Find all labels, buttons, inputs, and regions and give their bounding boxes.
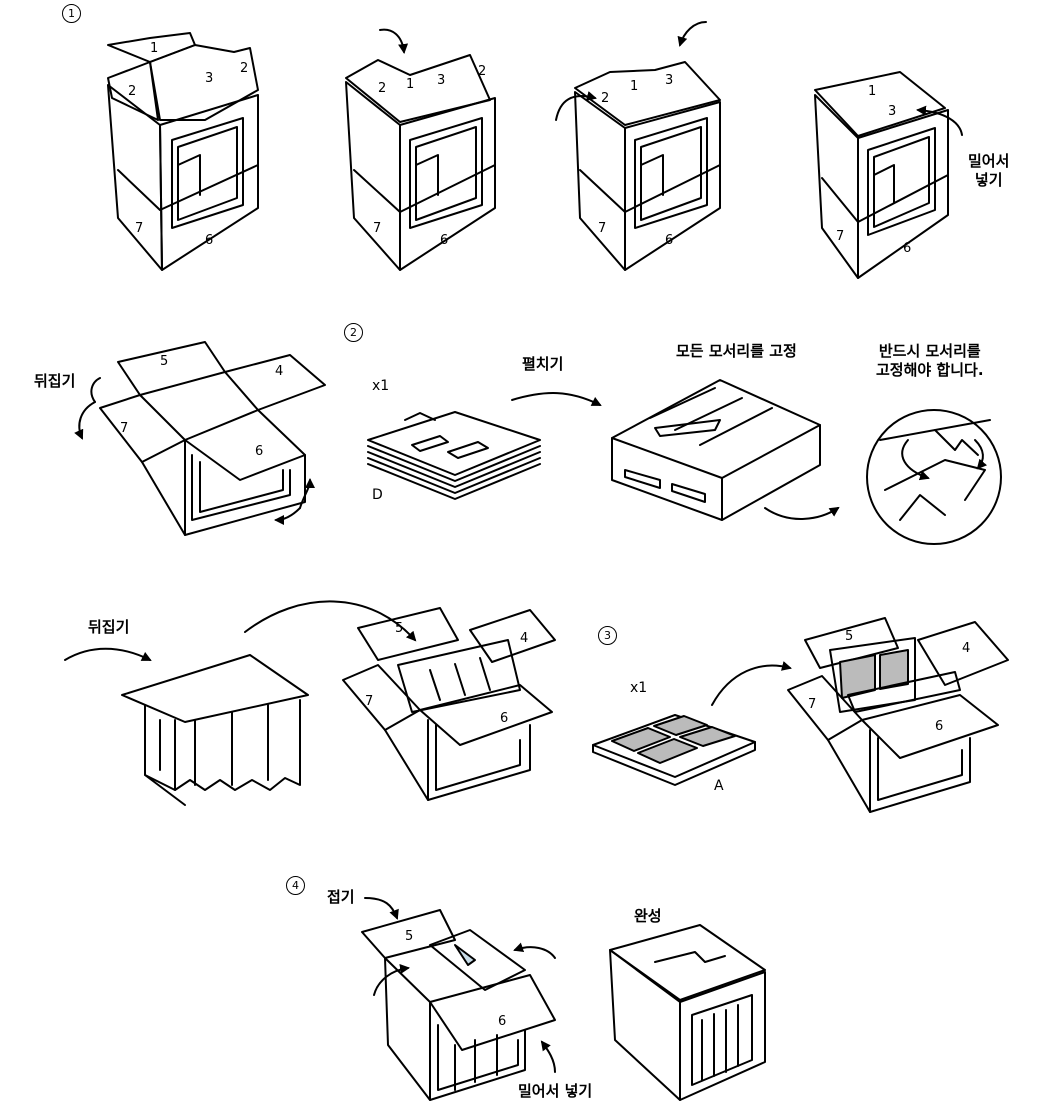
box-closing (361, 909, 556, 1101)
arrow-fold-left (373, 964, 410, 996)
label-flip-2: 뒤집기 (88, 618, 130, 636)
svg-text:4: 4 (962, 641, 970, 656)
arrow-flip-1d (274, 507, 301, 525)
svg-text:2: 2 (378, 81, 386, 96)
svg-text:5: 5 (160, 354, 168, 369)
svg-text:6: 6 (903, 241, 911, 256)
flap-6: 6 (205, 233, 213, 248)
svg-text:3: 3 (665, 73, 673, 88)
step-2-marker: 2 (344, 323, 363, 342)
svg-text:7: 7 (598, 221, 606, 236)
svg-text:7: 7 (373, 221, 381, 236)
label-fold: 접기 (327, 888, 355, 906)
svg-text:1: 1 (630, 79, 638, 94)
arrow-flip-1c (299, 478, 315, 509)
svg-text:7: 7 (120, 421, 128, 436)
svg-text:2: 2 (478, 64, 486, 79)
box-step1-b (345, 54, 496, 271)
svg-text:6: 6 (498, 1014, 506, 1029)
part-d-letter: D (372, 487, 383, 503)
label-done: 완성 (634, 907, 662, 925)
box-with-filter (787, 617, 1009, 813)
part-a-letter: A (714, 778, 724, 794)
step-1-marker: 1 (62, 4, 81, 23)
svg-text:6: 6 (255, 444, 263, 459)
part-d-quantity: x1 (372, 378, 390, 394)
svg-text:6: 6 (935, 719, 943, 734)
arrow-fold (364, 897, 399, 920)
svg-text:1: 1 (868, 84, 876, 99)
label-push-in-2: 밀어서 넣기 (518, 1082, 593, 1100)
svg-text:3: 3 (437, 73, 445, 88)
arrow-fold-right (513, 942, 556, 959)
arrow-unfold (511, 392, 602, 406)
svg-text:6: 6 (500, 711, 508, 726)
part-a-quantity: x1 (630, 680, 648, 696)
divider-unfolded (611, 379, 821, 521)
svg-text:7: 7 (836, 229, 844, 244)
step-4-marker: 4 (286, 876, 305, 895)
arrow-insert-filter (711, 661, 792, 706)
svg-text:4: 4 (275, 364, 283, 379)
svg-text:7: 7 (365, 694, 373, 709)
svg-text:6: 6 (665, 233, 673, 248)
part-a-filter (592, 714, 756, 786)
svg-text:4: 4 (520, 631, 528, 646)
arrow-push-in-1 (916, 105, 963, 136)
arrow-push-in-2 (540, 1040, 556, 1073)
part-d-stack (367, 411, 541, 500)
svg-text:3: 3 (888, 104, 896, 119)
label-fix-all-corners: 모든 모서리를 고정 (676, 342, 797, 360)
arrow-insert-divider (244, 600, 417, 642)
label-flip-1: 뒤집기 (34, 372, 76, 390)
svg-text:6: 6 (440, 233, 448, 248)
flap-2b: 2 (240, 61, 248, 76)
label-must-fix-corners: 반드시 모서리를 고정해야 합니다. (876, 342, 984, 379)
svg-text:5: 5 (845, 629, 853, 644)
arrow-fold-in-1 (379, 28, 409, 54)
svg-text:7: 7 (808, 697, 816, 712)
label-push-in-1: 밀어서 넣기 (968, 152, 1010, 189)
arrow-flip-2 (64, 647, 152, 661)
flap-1: 1 (150, 41, 158, 56)
svg-text:2: 2 (601, 91, 609, 106)
box-step1-d (814, 71, 949, 279)
flap-7: 7 (135, 221, 143, 236)
box-step1-c (574, 61, 721, 271)
arrow-fold-in-2 (677, 21, 707, 47)
svg-text:1: 1 (406, 77, 414, 92)
arrow-to-detail (764, 506, 840, 520)
flap-2: 2 (128, 84, 136, 99)
arrow-flip-1b (90, 377, 101, 403)
flap-3: 3 (205, 71, 213, 86)
divider-flipped (121, 654, 309, 806)
box-complete (609, 924, 766, 1101)
arrow-flip-1a (74, 401, 96, 440)
arrow-fold-in-3 (555, 91, 597, 121)
label-unfold: 펼치기 (522, 355, 564, 373)
box-step1-a (107, 32, 259, 271)
svg-text:5: 5 (395, 621, 403, 636)
step-3-marker: 3 (598, 626, 617, 645)
svg-text:5: 5 (405, 929, 413, 944)
flap-numbers: 1 2 3 2 7 6 2 1 3 2 7 6 2 1 3 7 6 1 3 7 … (120, 41, 970, 1029)
box-flipped (99, 341, 326, 536)
box-with-divider (342, 607, 556, 801)
corner-detail-circle (866, 409, 1002, 545)
